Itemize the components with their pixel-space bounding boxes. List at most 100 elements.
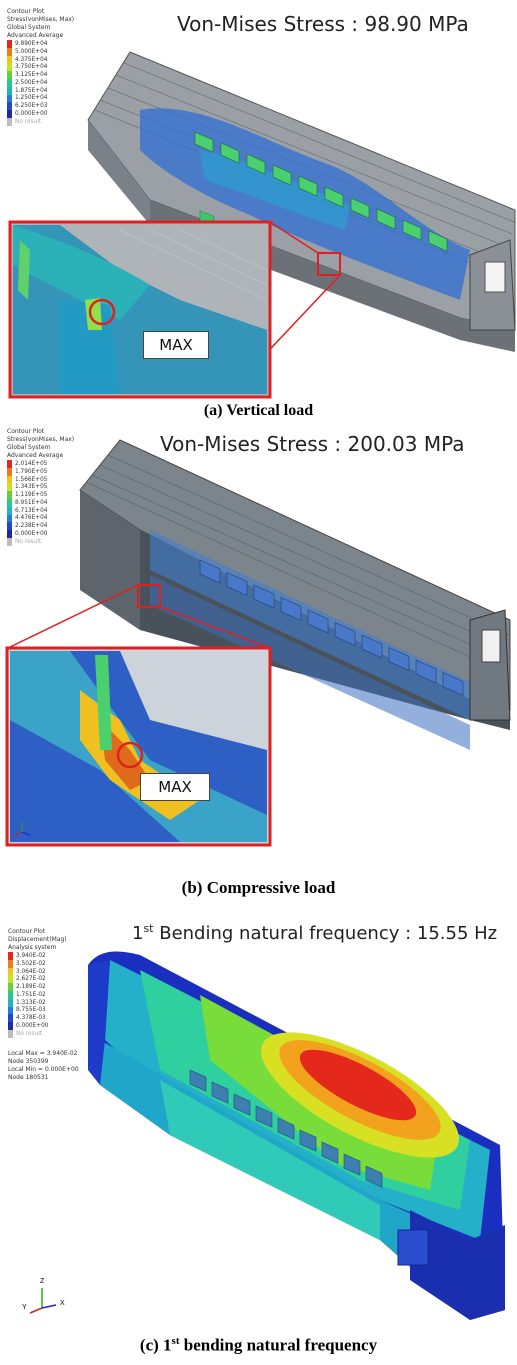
legend-header-a: Contour Plot Stress(vonMises, Max) Globa…	[7, 8, 74, 40]
legend-swatch	[7, 460, 12, 468]
frequency-title: 1st Bending natural frequency : 15.55 Hz	[132, 922, 497, 944]
legend-value: 3.125E+04	[15, 72, 48, 79]
legend-row: 5.000E+04	[7, 47, 74, 56]
local-max: Local Max = 3.940E-02	[8, 1050, 78, 1057]
train-window	[298, 175, 318, 197]
legend-header-line: Advanced Average	[7, 452, 64, 459]
axis-z-label: Z	[40, 1278, 45, 1285]
legend-value: 2.500E+04	[15, 79, 48, 86]
train-model-compressive	[5, 439, 511, 847]
train-window	[402, 219, 422, 241]
caption-c-pre: (c) 1	[139, 1335, 172, 1355]
legend-row: 1.566E+05	[7, 475, 74, 484]
stress-title-b: Von-Mises Stress : 200.03 MPa	[160, 432, 465, 456]
legend-row: 3.940E-02	[8, 952, 67, 960]
legend-row: 3.502E-02	[8, 959, 67, 968]
axis-triad: Z Y X	[22, 1278, 72, 1318]
legend-header-line: Contour Plot	[7, 428, 45, 435]
train-window	[189, 1069, 207, 1092]
legend-value: 1.119E+05	[15, 492, 48, 499]
legend-row: 3.750E+04	[7, 63, 74, 72]
train-window	[350, 197, 370, 219]
train-window	[194, 131, 214, 153]
caption-c-sup: st	[171, 1335, 180, 1347]
panel-vertical-load: Von-Mises Stress : 98.90 MPa Contour Plo…	[0, 0, 517, 420]
axis-x-label: X	[60, 1300, 65, 1307]
no-result-label: No result	[16, 1030, 43, 1037]
legend-value: 0.000E+00	[15, 111, 48, 118]
train-window	[307, 609, 329, 634]
legend-value: 2.014E+05	[15, 460, 48, 467]
panel-natural-frequency: 1st Bending natural frequency : 15.55 Hz…	[0, 910, 517, 1365]
legend-row: 2.238E+04	[7, 522, 74, 531]
train-model-vertical	[8, 51, 516, 399]
stress-title-a: Von-Mises Stress : 98.90 MPa	[177, 12, 469, 36]
train-window	[220, 142, 240, 164]
panel-compressive-load: Von-Mises Stress : 200.03 MPa Contour Pl…	[0, 420, 517, 910]
legend-value: 4.378E-03	[16, 1015, 46, 1022]
legend-value: 6.713E+04	[15, 507, 48, 514]
train-window	[361, 634, 383, 659]
legend-row: 1.790E+05	[7, 467, 74, 476]
train-window	[253, 584, 275, 609]
legend-swatch	[7, 530, 12, 538]
legend-row: 4.375E+04	[7, 55, 74, 64]
legend-value: 3.750E+04	[15, 64, 48, 71]
train-window	[376, 208, 396, 230]
legend-swatch	[7, 71, 12, 79]
train-window	[299, 1129, 317, 1152]
legend-header-line: Global System	[7, 24, 51, 31]
legend-header-line: Contour Plot	[7, 8, 45, 15]
legend-value: 5.000E+04	[15, 48, 48, 55]
legend-swatch	[7, 47, 12, 56]
train-window	[226, 572, 248, 596]
legend-row: 1.119E+05	[7, 491, 74, 499]
legend-value: 8.951E+04	[15, 499, 48, 506]
legend-value: 3.940E-02	[16, 952, 46, 959]
legend-value: 2.627E-02	[16, 976, 46, 983]
legend-swatch	[7, 40, 12, 48]
legend-value: 1.790E+05	[15, 468, 48, 475]
local-min: Local Min = 0.000E+00	[8, 1066, 79, 1073]
title-rest: Bending natural frequency : 15.55 Hz	[153, 923, 498, 944]
legend-value: 3.064E-02	[16, 968, 46, 975]
legend-value: 4.375E+04	[15, 56, 48, 63]
legend-value: 2.189E-02	[16, 984, 46, 991]
legend-row: 1.250E+04	[7, 94, 74, 103]
train-window	[442, 672, 464, 696]
legend-header-c: Contour Plot Displacement(Mag) Analysis …	[8, 928, 67, 952]
train-window	[343, 1153, 361, 1176]
legend-swatch	[7, 491, 12, 499]
legend-swatch	[7, 86, 12, 95]
legend-header-line: Advanced Average	[7, 32, 64, 39]
legend-value: 8.755E-03	[16, 1007, 46, 1014]
max-label-a: MAX	[143, 331, 209, 359]
legend-swatch	[7, 514, 12, 523]
legend-header-line: Contour Plot	[8, 928, 46, 935]
legend-swatch	[8, 1022, 13, 1030]
train-window	[199, 559, 221, 584]
legend-header-line: Analysis system	[8, 944, 57, 951]
legend-row: 6.713E+04	[7, 506, 74, 515]
legend-value: 6.250E+03	[15, 103, 48, 110]
legend-swatch	[8, 967, 13, 976]
train-window	[233, 1093, 251, 1116]
local-min-node: Node 180531	[8, 1074, 49, 1081]
legend-header-line: Global System	[7, 444, 51, 451]
legend-row: 6.250E+03	[7, 102, 74, 111]
train-window	[428, 230, 448, 252]
legend-row: 8.755E-03	[8, 1006, 67, 1015]
legend-row: 1.313E-02	[8, 998, 67, 1007]
legend-swatch	[8, 975, 13, 984]
legend-swatch	[8, 990, 13, 999]
train-window	[324, 186, 344, 208]
legend-c: Contour Plot Displacement(Mag) Analysis …	[8, 928, 67, 1038]
legend-value: 1.875E+04	[15, 87, 48, 94]
legend-row: 3.125E+04	[7, 71, 74, 79]
legend-row: 3.064E-02	[8, 967, 67, 976]
legend-swatch	[8, 952, 13, 960]
legend-value: 9.890E+04	[15, 40, 48, 47]
no-result-label: No result	[15, 118, 42, 125]
train-window	[211, 1081, 229, 1104]
legend-value: 1.566E+05	[15, 476, 48, 483]
